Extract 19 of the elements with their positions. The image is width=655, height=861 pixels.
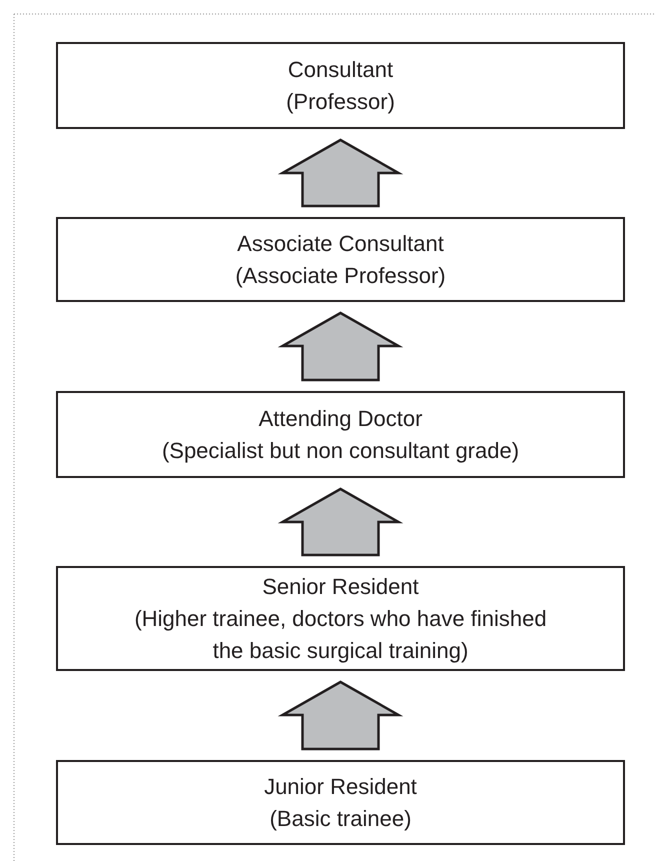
rank-description: (Higher trainee, doctors who have finished the basic surgical training) [133,604,548,665]
rank-description: (Professor) [285,88,396,116]
rank-box [56,760,625,845]
block-arrow [278,312,404,382]
rank-box [56,566,625,671]
rank-box [56,391,625,478]
rank-box [56,42,625,129]
block-arrow [278,488,404,556]
block-arrow [278,680,404,750]
rank-description: (Specialist but non consultant grade) [160,436,520,465]
rank-title: Associate Consultant [237,230,444,258]
block-arrow [278,138,404,208]
rank-box [56,217,625,302]
rank-title: Attending Doctor [258,404,422,433]
rank-description: (Basic trainee) [268,804,412,832]
rank-title: Consultant [288,56,394,84]
rank-title: Junior Resident [264,772,417,800]
rank-description: (Associate Professor) [234,262,447,290]
rank-title: Senior Resident [262,572,419,600]
